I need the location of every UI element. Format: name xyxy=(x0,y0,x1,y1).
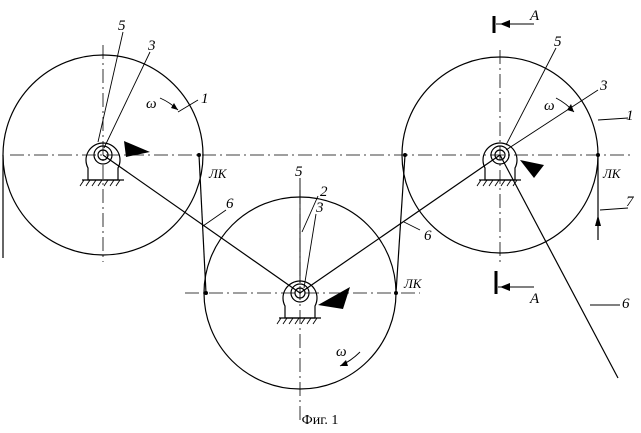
section-bottom-arrow-head xyxy=(500,283,510,291)
leader-axle-left xyxy=(104,52,150,148)
label-omega-left: ω xyxy=(146,96,157,112)
blade-right xyxy=(520,160,544,178)
label-axle-left: 3 xyxy=(147,38,156,54)
label-omega-bottom: ω xyxy=(336,344,347,360)
arm-bottom-to-right xyxy=(300,155,500,293)
label-lk-bottom: ЛК xyxy=(403,276,423,291)
label-hub-bottom: 5 xyxy=(295,164,303,180)
tangent-dot-bottom-right xyxy=(394,291,398,295)
label-roller-left: 1 xyxy=(201,91,209,107)
hub-bottom xyxy=(277,281,321,324)
label-section-bottom: А xyxy=(529,291,540,307)
label-belt-right: 6 xyxy=(622,296,630,312)
label-belt-middle: 6 xyxy=(424,228,432,244)
leader-roller-right xyxy=(598,118,628,120)
hub-right xyxy=(477,143,521,186)
tangent-dot-far-right xyxy=(596,153,600,157)
leader-belt-middle xyxy=(404,222,420,230)
omega-arrow-bottom-head xyxy=(340,360,348,366)
label-belt-left: 6 xyxy=(226,196,234,212)
section-top-arrow-head xyxy=(500,20,510,28)
leader-hub-left xyxy=(98,32,123,142)
label-roller-bottom: 2 xyxy=(320,184,328,200)
arm-right-to-outside xyxy=(500,155,618,378)
blade-bottom xyxy=(318,287,350,309)
label-seven: 7 xyxy=(626,194,635,210)
label-axle-right: 3 xyxy=(599,78,608,94)
tangent-dot-right xyxy=(403,153,407,157)
omega-arrow-right-head xyxy=(567,104,574,112)
tangent-dot-bottom-left xyxy=(204,291,208,295)
label-lk-right: ЛК xyxy=(602,166,622,181)
blade-left xyxy=(124,141,150,157)
leader-belt-left xyxy=(203,210,226,226)
leader-axle-bottom xyxy=(304,214,316,288)
label-roller-right: 1 xyxy=(626,108,634,124)
label-lk-left: ЛК xyxy=(208,166,228,181)
figure-caption: Фиг. 1 xyxy=(302,413,339,428)
leader-seven xyxy=(600,208,628,210)
arm-left-to-bottom xyxy=(103,155,300,293)
label-hub-left: 5 xyxy=(118,18,126,34)
omega-arrow-left-head xyxy=(171,103,178,110)
arrow-seven-head xyxy=(595,215,601,226)
tangent-dot-left xyxy=(197,153,201,157)
label-omega-right: ω xyxy=(544,98,555,114)
label-hub-right: 5 xyxy=(554,34,562,50)
label-axle-bottom: 3 xyxy=(315,200,324,216)
label-section-top: А xyxy=(529,8,540,24)
